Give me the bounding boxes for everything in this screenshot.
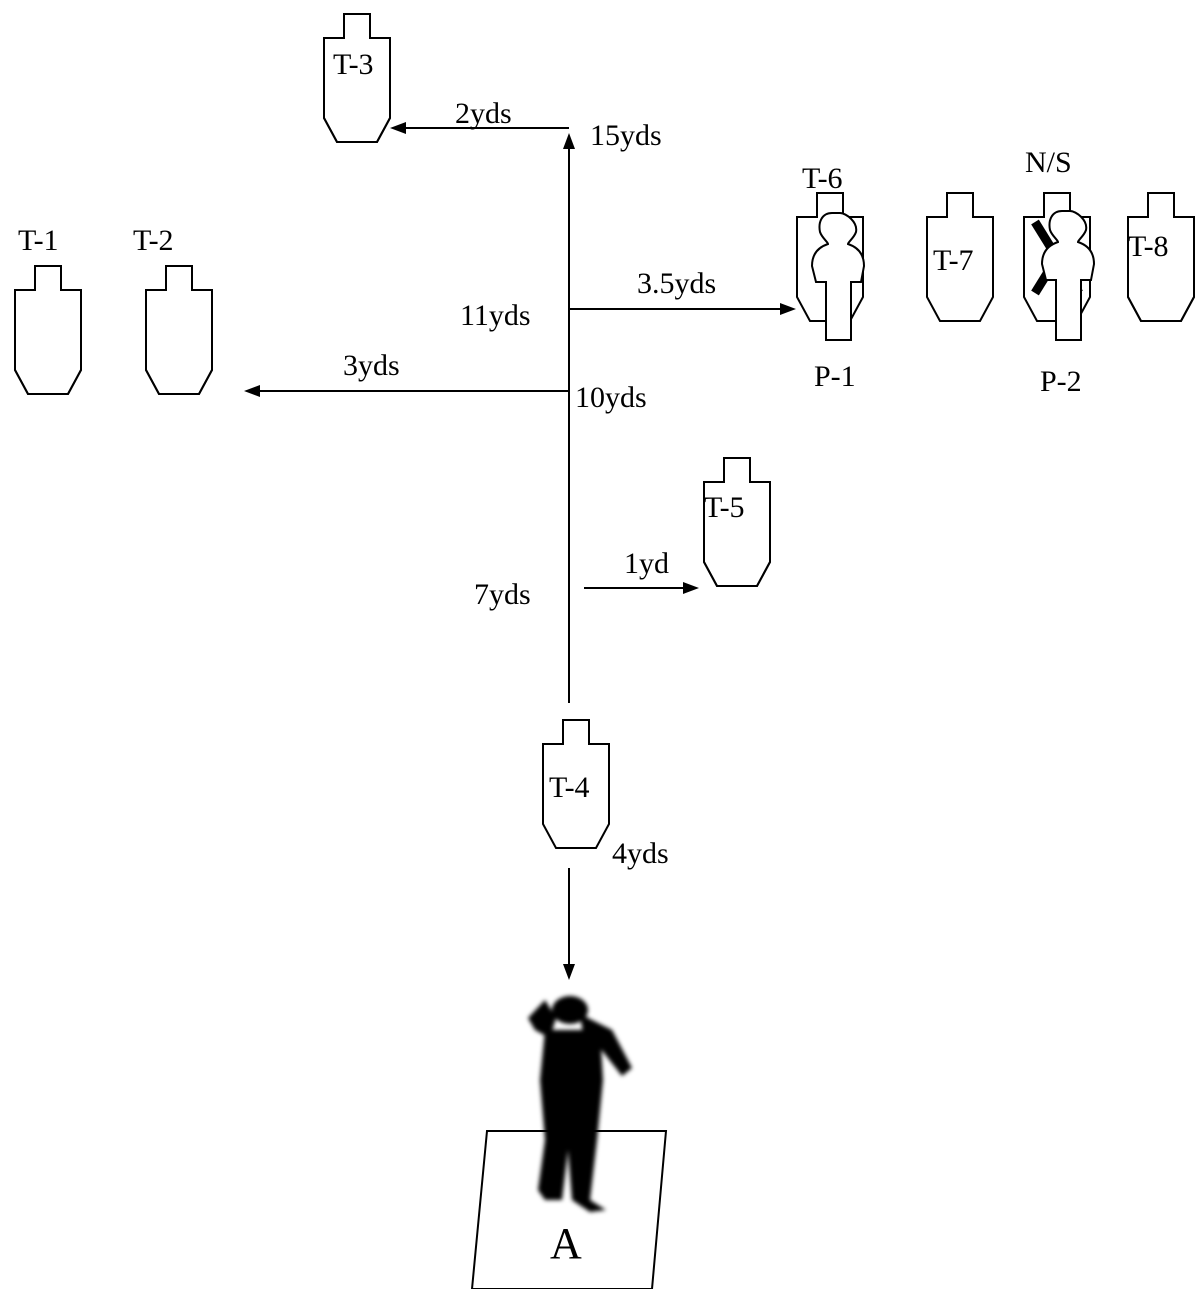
target-t6-label: T-6 [802, 162, 843, 195]
target-t8: T-8 [1127, 192, 1195, 322]
no-shoot-label: N/S [1025, 146, 1072, 179]
target-t6: T-6 [796, 162, 864, 322]
target-t2-label: T-2 [133, 224, 174, 257]
target-t7: T-7 [926, 192, 994, 322]
distance-10yds: 10yds [575, 381, 647, 414]
popper-p1: P-1 [810, 212, 866, 393]
target-t4-label: T-4 [549, 771, 590, 804]
distance-2yds: 2yds [455, 97, 512, 130]
target-t5-label: T-5 [704, 491, 745, 524]
distance-11yds: 11yds [460, 299, 531, 332]
shooting-box-label: A [550, 1219, 582, 1268]
target-t1-label: T-1 [18, 224, 59, 257]
popper-p2: P-2 [1040, 210, 1096, 398]
arrow-to-shooter [563, 868, 575, 980]
arrow-to-t6 [569, 303, 796, 315]
target-t2: T-2 [133, 224, 213, 395]
distance-15yds: 15yds [590, 119, 662, 152]
target-t3: T-3 [323, 13, 391, 143]
popper-p2-label: P-2 [1040, 365, 1082, 398]
distance-3-5yds: 3.5yds [637, 267, 716, 300]
arrow-to-t3 [390, 122, 569, 134]
shooting-box-a: A [470, 1130, 668, 1289]
target-t1: T-1 [14, 224, 82, 395]
distance-4yds: 4yds [612, 837, 669, 870]
shooter-figure [528, 996, 632, 1212]
target-t4: T-4 [542, 719, 610, 849]
popper-p1-label: P-1 [814, 360, 856, 393]
distance-3yds: 3yds [343, 349, 400, 382]
arrow-to-t1-t2 [244, 385, 569, 397]
target-t8-label: T-8 [1128, 230, 1169, 263]
target-t7-label: T-7 [933, 244, 974, 277]
target-t3-label: T-3 [333, 48, 374, 81]
distance-7yds: 7yds [474, 578, 531, 611]
distance-1yd: 1yd [624, 547, 669, 580]
target-t5: T-5 [703, 457, 771, 587]
arrow-to-t5 [584, 582, 699, 594]
main-path-line [563, 133, 575, 703]
